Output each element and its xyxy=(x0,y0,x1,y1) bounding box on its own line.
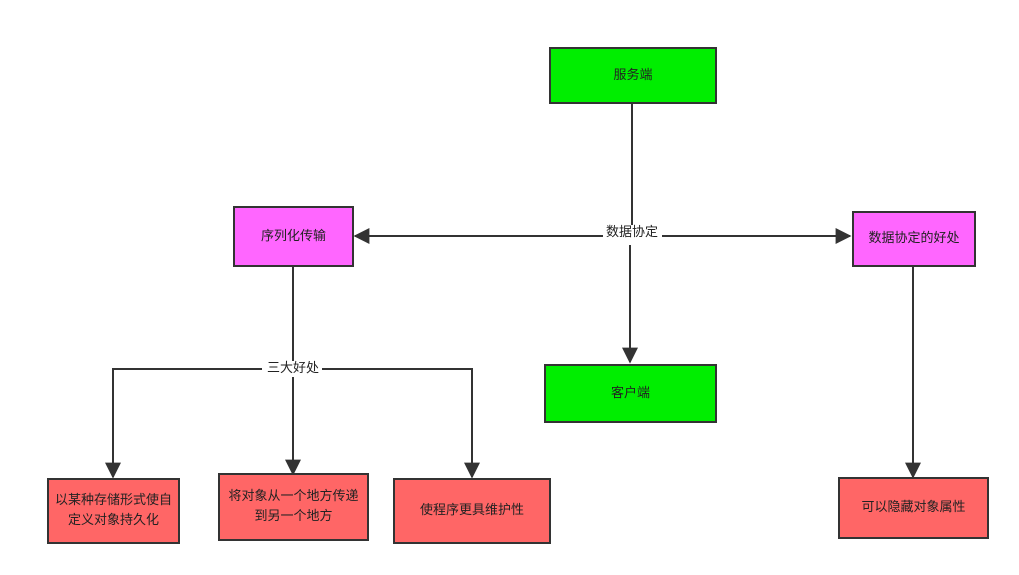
transfer-node: 将对象从一个地方传递到另一个地方 xyxy=(218,473,369,541)
edge-branch-to-persist xyxy=(105,368,262,479)
serialization-node: 序列化传输 xyxy=(233,206,354,267)
maintain-node: 使程序更具维护性 xyxy=(393,478,551,544)
persist-node: 以某种存储形式使自定义对象持久化 xyxy=(47,478,180,544)
client-node: 客户端 xyxy=(544,364,717,423)
edge-server-to-protocol xyxy=(485,103,633,237)
server-node: 服务端 xyxy=(549,47,717,104)
edge-branch-to-maintain xyxy=(320,368,480,479)
three-benefits-label: 三大好处 xyxy=(264,361,323,377)
protocol-label: 数据协定 xyxy=(603,225,662,241)
benefits-node: 数据协定的好处 xyxy=(852,211,976,267)
hide-node: 可以隐藏对象属性 xyxy=(838,477,989,539)
